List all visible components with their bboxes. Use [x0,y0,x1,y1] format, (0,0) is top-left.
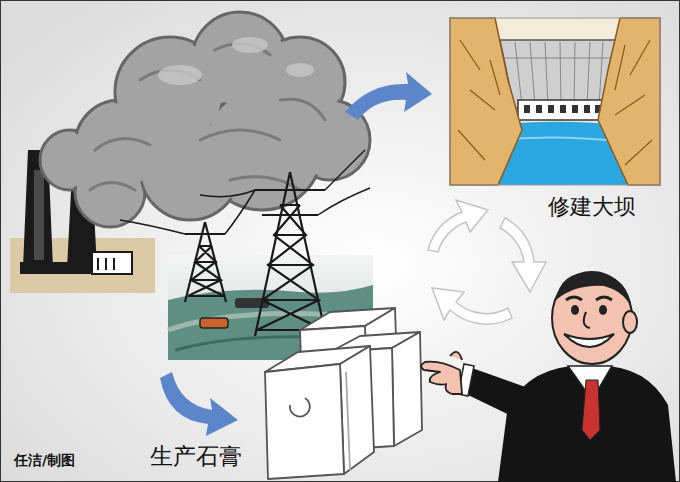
businessman [421,272,676,482]
credit-label: 任洁/制图 [14,452,75,468]
gypsum-blocks [265,308,422,479]
dam-picture [450,18,660,185]
caption-label: 修建大坝 [548,194,636,219]
caption-label: 生产石膏 [150,443,242,469]
smoke-cloud [40,12,370,227]
cycle-arrows [428,200,546,324]
